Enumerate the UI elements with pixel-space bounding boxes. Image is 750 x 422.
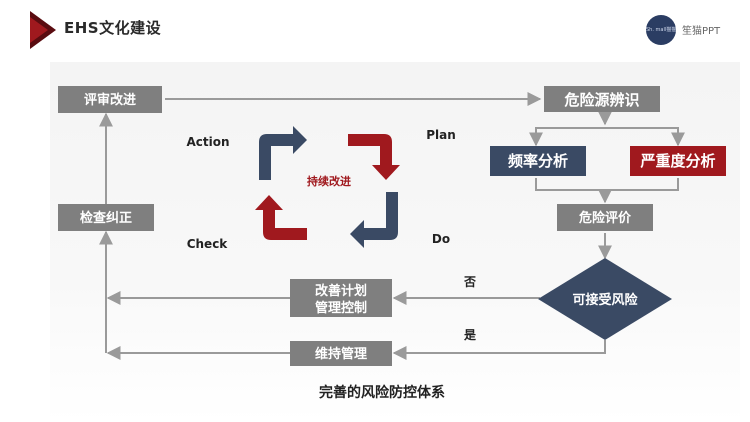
pdca-plan-label: Plan [426, 128, 456, 142]
review-improve-label: 评审改进 [84, 92, 136, 108]
improvement-plan-line2: 管理控制 [315, 300, 367, 316]
frequency-analysis-label: 频率分析 [508, 152, 568, 170]
improvement-plan-box [290, 279, 392, 317]
edge-merge [535, 178, 679, 191]
pdca-action-label: Action [186, 135, 229, 149]
pdca-check-label: Check [187, 237, 229, 251]
edge-yes-to-maintain [392, 340, 606, 360]
hazard-identification-label: 危险源辨识 [564, 91, 639, 109]
risk-evaluation-box [557, 204, 653, 231]
pdca-cycle: 持续改进 [255, 126, 400, 248]
edge-split [535, 127, 685, 147]
pdca-arrow-top-right [348, 134, 400, 180]
maintain-management-box [290, 341, 392, 366]
pdca-arrow-top-left [259, 126, 307, 180]
check-correct-box [58, 204, 154, 231]
pdca-do-label: Do [432, 232, 450, 246]
review-improve-box [58, 86, 162, 113]
diagram-background [50, 62, 740, 422]
severity-analysis-box [630, 146, 726, 176]
pdca-arrow-bottom-right [350, 192, 398, 248]
pdca-center-label: 持续改进 [307, 174, 351, 188]
edge-label-yes: 是 [463, 328, 477, 342]
frequency-analysis-box [490, 146, 586, 176]
edge-label-no: 否 [463, 275, 476, 289]
page-title: EHS文化建设 [64, 19, 162, 37]
brand-logo: Sh. mall猫猫 [646, 15, 676, 45]
diagram-caption: 完善的风险防控体系 [319, 384, 445, 401]
improvement-plan-line1: 改善计划 [315, 283, 367, 299]
pdca-arrow-bottom-left [255, 195, 307, 240]
severity-analysis-label: 严重度分析 [639, 152, 715, 170]
header-corner-mark [30, 11, 56, 49]
brand-name: 笙猫PPT [682, 26, 721, 37]
hazard-identification-box [544, 86, 660, 112]
acceptable-risk-diamond [538, 258, 672, 340]
maintain-management-label: 维持管理 [315, 346, 367, 362]
acceptable-risk-label: 可接受风险 [572, 292, 638, 308]
risk-evaluation-label: 危险评价 [579, 210, 632, 226]
check-correct-label: 检查纠正 [80, 210, 132, 226]
